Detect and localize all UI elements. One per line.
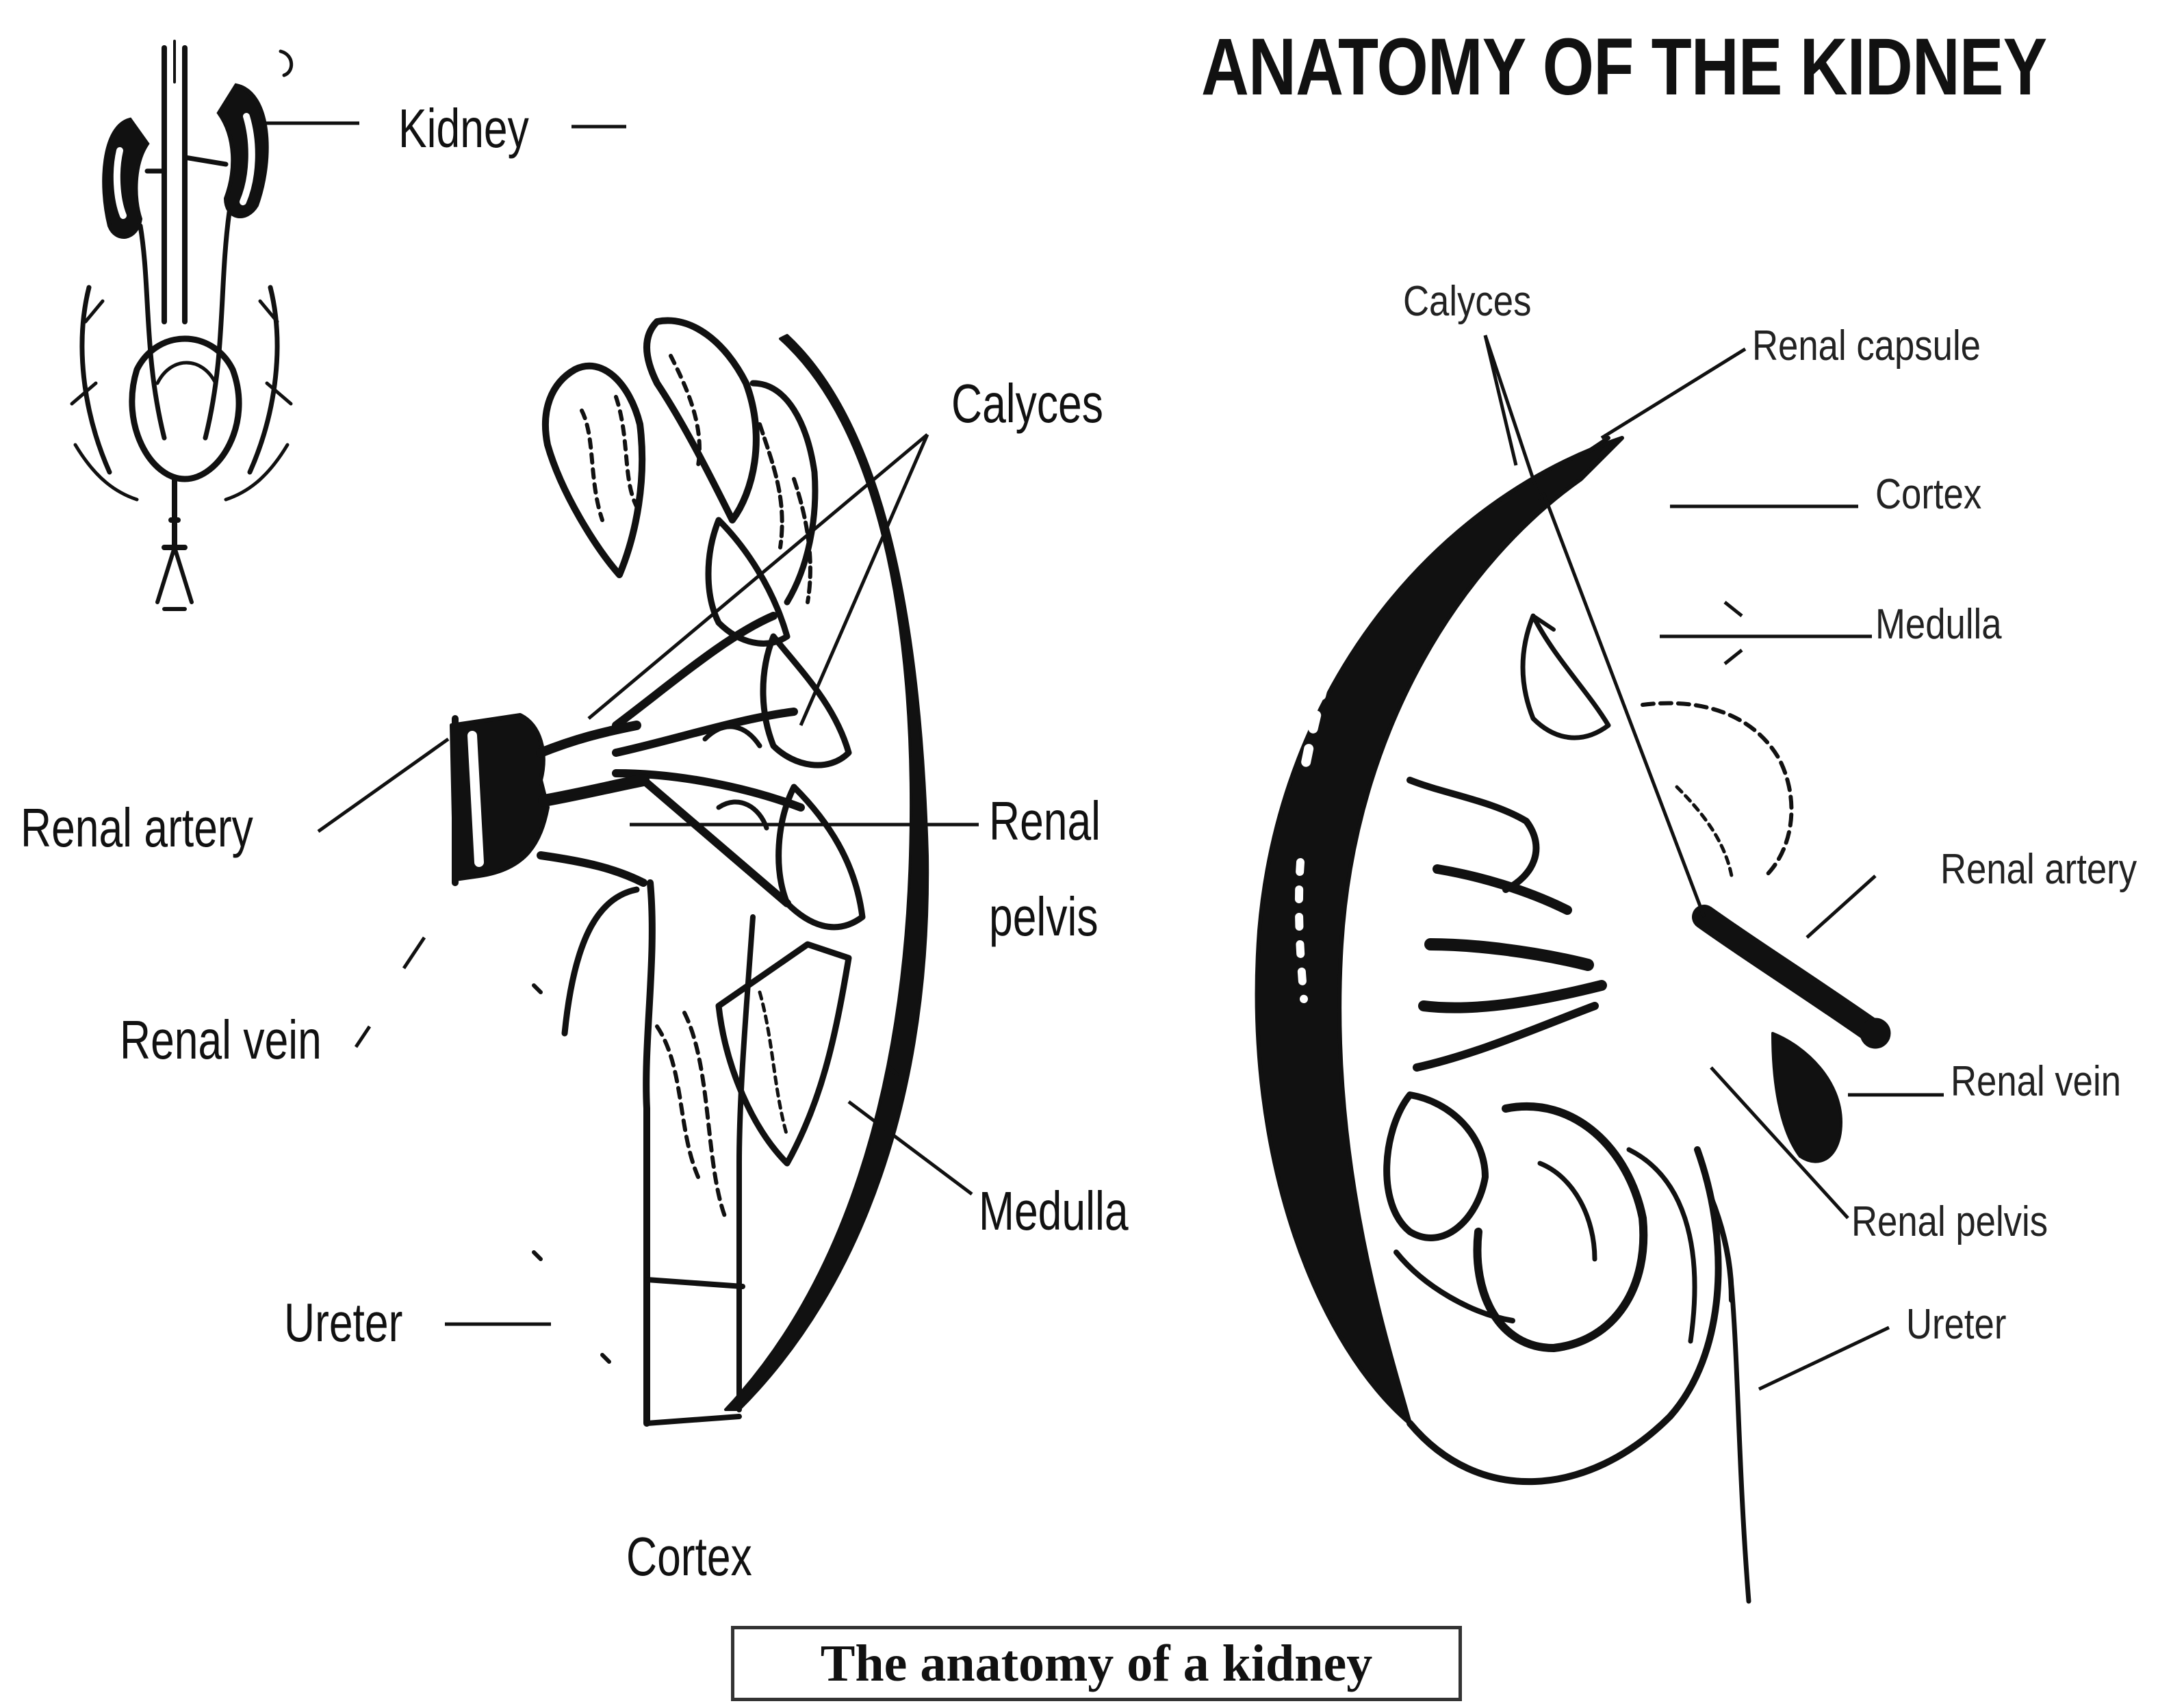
label-cortex-right: Cortex (1875, 474, 1981, 516)
label-kidney: Kidney (398, 101, 529, 156)
label-renal-pelvis-left-line1: Renal (989, 794, 1101, 849)
label-calyces-right: Calyces (1403, 281, 1531, 323)
label-renal-capsule-right: Renal capsule (1752, 325, 1981, 367)
left-kidney-section (452, 320, 927, 1423)
label-ureter-right: Ureter (1906, 1304, 2006, 1346)
label-renal-vein-right: Renal vein (1951, 1061, 2121, 1103)
label-calyces-left: Calyces (951, 376, 1103, 431)
label-renal-artery-left: Renal artery (21, 801, 253, 855)
diagram-title: ANATOMY OF THE KIDNEY (1201, 21, 2046, 114)
right-kidney-section (1257, 438, 1890, 1601)
label-ureter-left: Ureter (284, 1295, 402, 1350)
label-renal-pelvis-right: Renal pelvis (1851, 1201, 2048, 1243)
label-renal-artery-right: Renal artery (1940, 849, 2137, 891)
label-renal-vein-left: Renal vein (120, 1013, 322, 1068)
label-medulla-right: Medulla (1875, 604, 2002, 646)
urinary-system-sketch (72, 41, 292, 609)
label-medulla-left: Medulla (979, 1184, 1129, 1239)
caption-frame: The anatomy of a kidney (731, 1626, 1462, 1701)
label-cortex-left: Cortex (626, 1529, 752, 1584)
label-renal-pelvis-left-line2: pelvis (989, 890, 1099, 944)
figure-caption: The anatomy of a kidney (821, 1634, 1373, 1694)
